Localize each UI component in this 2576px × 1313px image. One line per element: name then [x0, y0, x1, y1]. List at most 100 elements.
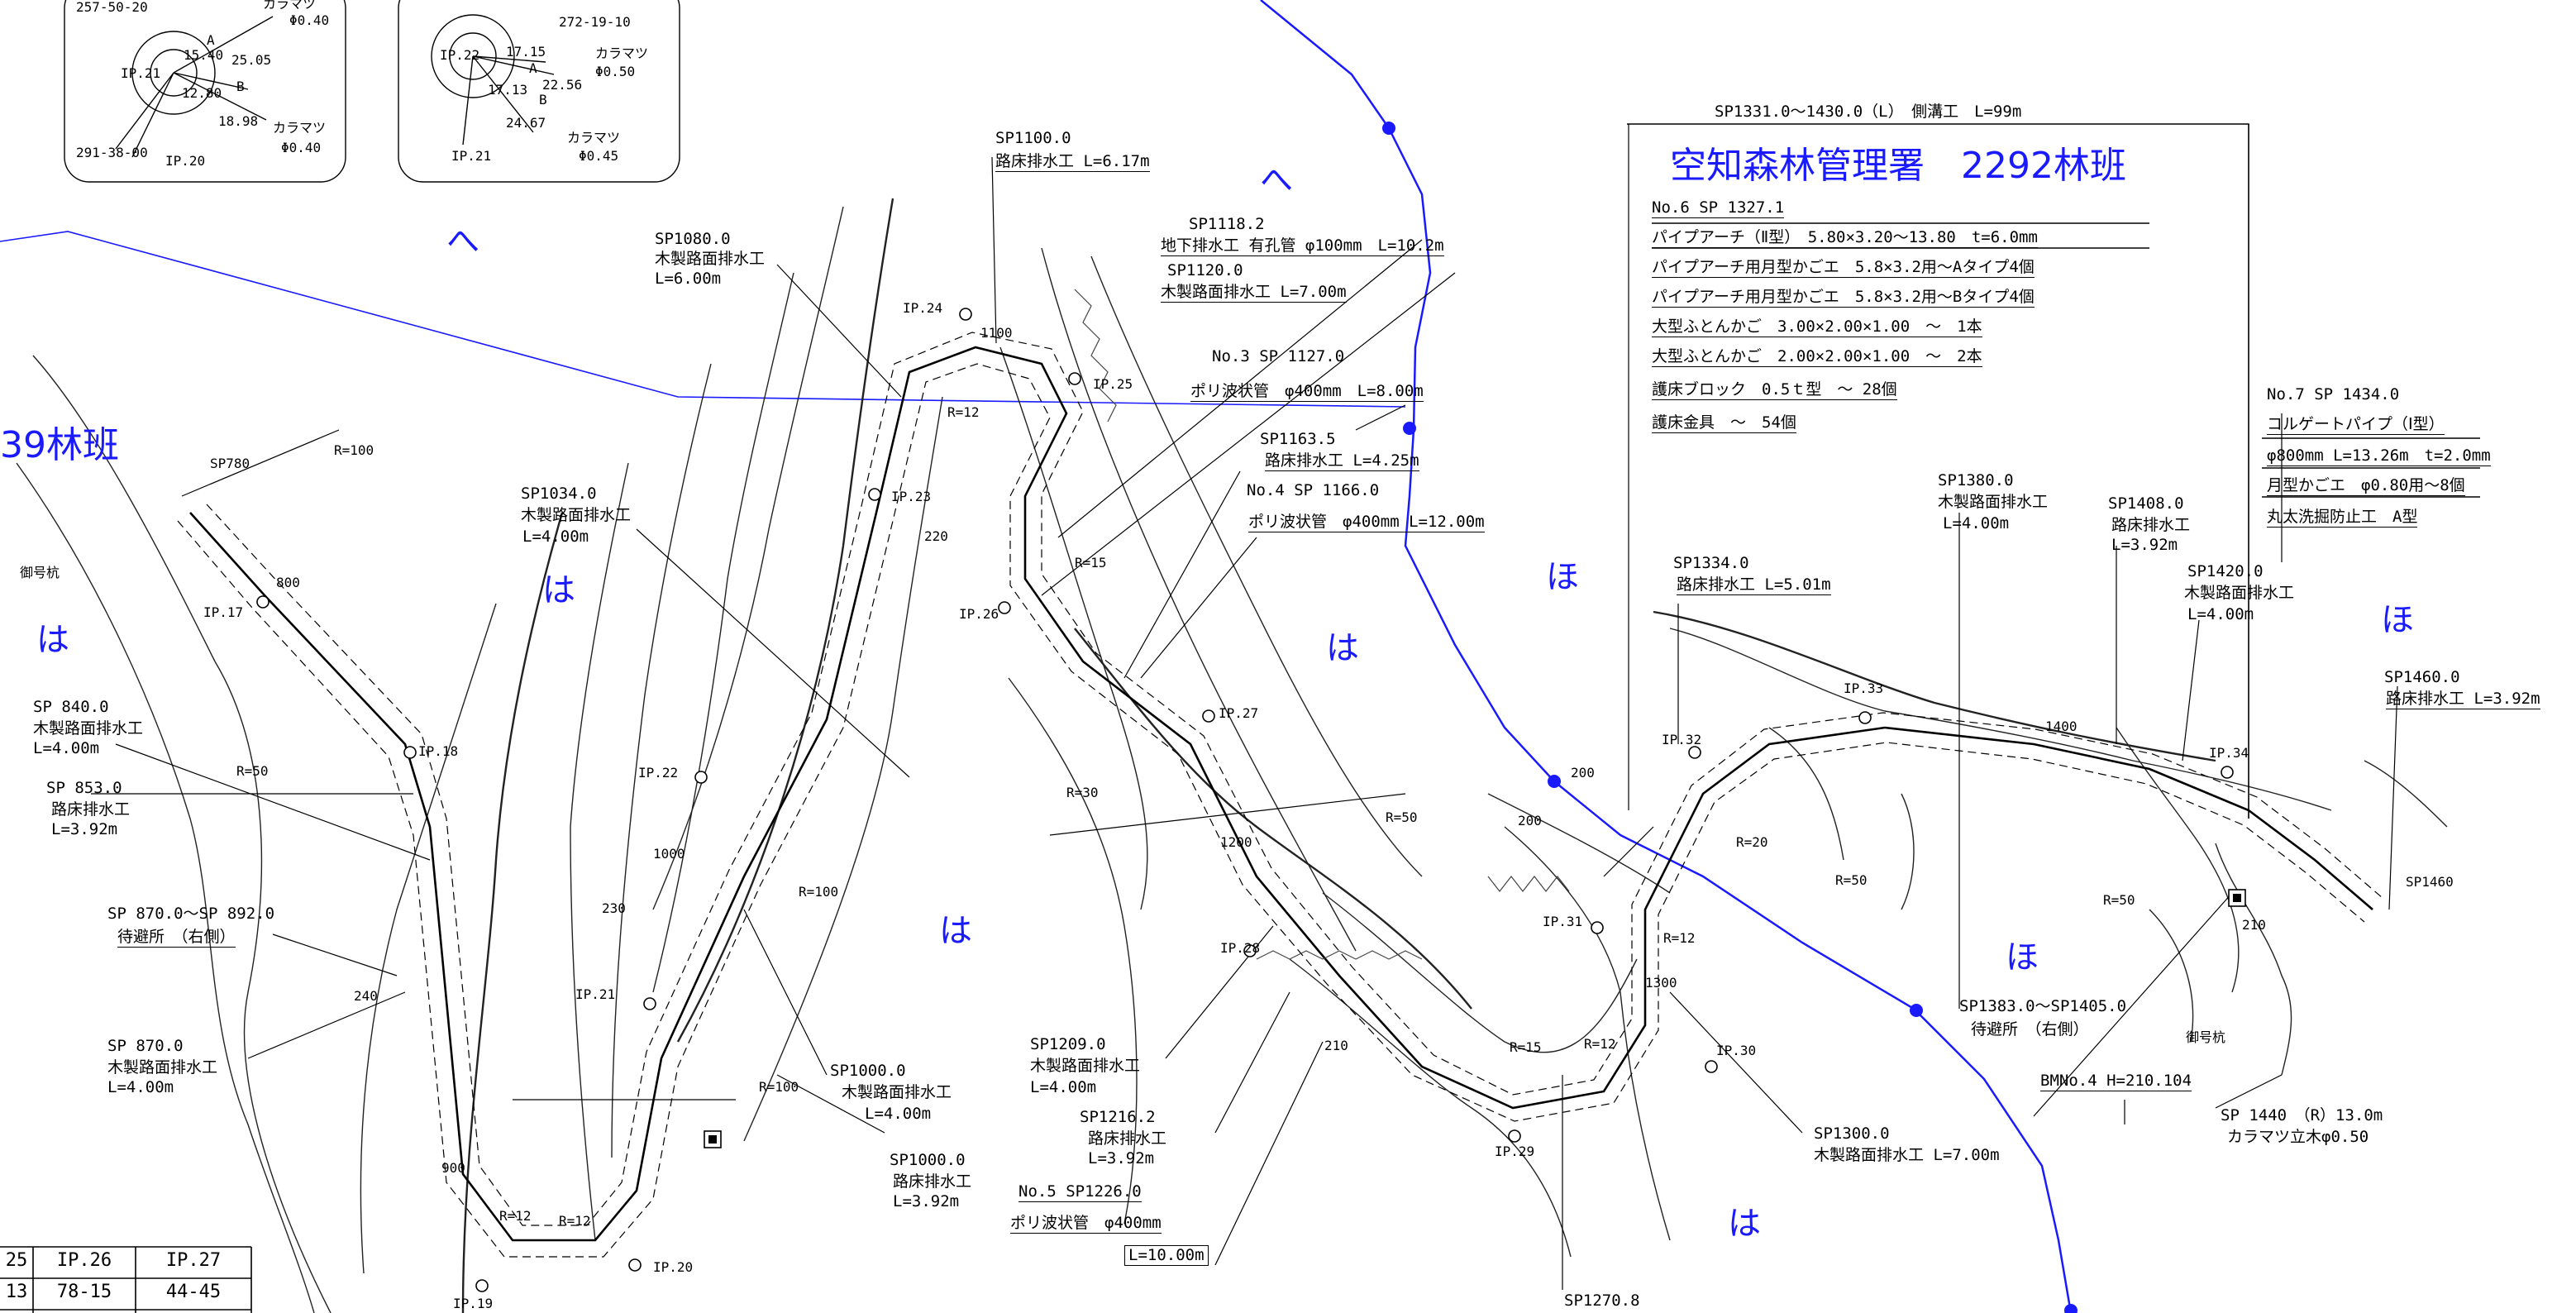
culvert-no-5-desc: ポリ波状管 φ400mm	[1010, 1214, 1162, 1234]
sp870-label: SP 870.0	[107, 1037, 184, 1055]
inset-right-point-a: A	[529, 60, 537, 76]
sp1460-label: SP1460.0	[2384, 668, 2460, 686]
ip-24-label: IP.24	[903, 300, 943, 316]
inset-left-point-a: A	[207, 32, 215, 48]
ip-21-label: IP.21	[575, 986, 616, 1002]
sp1216-desc: 路床排水工	[1088, 1129, 1167, 1148]
area-label-ha-1: は	[36, 621, 69, 659]
notes-box-row-5: 大型ふとんかご 2.00×2.00×1.00 ～ 2本	[1652, 347, 1982, 367]
sp1334-label: SP1334.0	[1673, 554, 1749, 572]
sp870-length: L=4.00m	[107, 1078, 174, 1096]
sp1408-length: L=3.92m	[2111, 536, 2178, 554]
inset-left-dist-3: 12.80	[182, 85, 222, 101]
ip-23-label: IP.23	[891, 489, 932, 504]
radius-label-11: R=15	[1510, 1039, 1542, 1055]
culvert-no-3: No.3 SP 1127.0	[1212, 347, 1345, 365]
radius-label-10: R=50	[1386, 809, 1418, 825]
table-cell-1-3: 44-45	[165, 1282, 222, 1302]
inset-left-angle-b: 291-38-00	[76, 145, 148, 160]
turnout-sp870-desc: 待避所 （右側）	[117, 928, 236, 948]
sp840-desc: 木製路面排水工	[33, 719, 144, 738]
inset-right-tree-2-diameter: Φ0.45	[579, 148, 619, 164]
notes-box-row-6: 護床ブロック 0.5ｔ型 ～ 28個	[1652, 380, 1897, 400]
sp1380-length: L=4.00m	[1943, 514, 2010, 532]
contour-label-210-a: 210	[1324, 1038, 1348, 1053]
sp1440-label: SP 1440 （R）13.0m	[2221, 1106, 2383, 1124]
notes-box-header: SP1331.0～1430.0（L） 側溝工 L=99m	[1715, 103, 2022, 121]
sp1216-label: SP1216.2	[1080, 1108, 1156, 1126]
radius-label-2: R=50	[236, 763, 269, 779]
ip-32-label: IP.32	[1662, 732, 1702, 747]
radius-label-9: R=30	[1066, 785, 1099, 800]
sp1034-label: SP1034.0	[521, 485, 597, 503]
area-label-ha-5: は	[1728, 1205, 1761, 1243]
sp1209-length: L=4.00m	[1030, 1078, 1097, 1096]
notes-box-row-3: パイプアーチ用月型かごエ 5.8×3.2用～Bタイプ4個	[1652, 288, 2035, 308]
notes-box-row-1: パイプアーチ（Ⅱ型） 5.80×3.20～13.80 t=6.0mm	[1652, 228, 2038, 248]
inset-right-dist-2: 22.56	[542, 77, 583, 93]
sp1216-length: L=3.92m	[1088, 1149, 1155, 1167]
radius-label-1: R=100	[334, 442, 374, 458]
radius-label-13: R=12	[1663, 930, 1696, 946]
contour-label-230: 230	[602, 900, 626, 916]
culvert-no-3-desc: ポリ波状管 φ400mm L=8.00m	[1190, 382, 1424, 402]
culvert-no-7-row-2: φ800mm L=13.26m t=2.0mm	[2267, 446, 2491, 466]
inset-right-angle-a: 272-19-10	[559, 14, 631, 30]
station-1200: 1200	[1220, 834, 1252, 850]
notes-box-frame	[1627, 123, 2480, 819]
radius-label-6: R=100	[759, 1079, 799, 1095]
station-800: 800	[276, 575, 300, 590]
boundary-points	[1382, 122, 2077, 1313]
table-header-2: IP.26	[56, 1250, 112, 1271]
sp1080-label: SP1080.0	[655, 230, 731, 248]
radius-label-8: R=15	[1075, 555, 1107, 571]
inset-right-dist-3: 17.13	[488, 82, 528, 98]
ip-17-label: IP.17	[203, 604, 244, 620]
inset-left-tree-2: カラマツ	[273, 120, 327, 136]
sp1163-desc: 路床排水工 L=4.25m	[1265, 451, 1419, 471]
benchmark-stake-right: 御号杭	[2186, 1029, 2226, 1045]
radius-label-3: R=100	[799, 884, 839, 900]
station-1300: 1300	[1645, 975, 1677, 991]
forest-road	[177, 332, 2383, 1258]
sp1209-desc: 木製路面排水工	[1030, 1057, 1141, 1075]
contour-label-210-b: 210	[2242, 917, 2266, 933]
culvert-no-5: No.5 SP1226.0	[1018, 1182, 1142, 1202]
sp1408-desc: 路床排水工	[2111, 516, 2191, 534]
sp1380-label: SP1380.0	[1938, 471, 2014, 489]
office-title: 空知森林管理署 2292林班	[1670, 145, 2126, 187]
sp1334-desc: 路床排水工 L=5.01m	[1677, 575, 1831, 595]
area-label-ho-3: ほ	[2381, 601, 2414, 639]
inset-right-dist-4: 24.67	[506, 115, 546, 131]
sp870-desc: 木製路面排水工	[107, 1058, 218, 1077]
culvert-no-4-desc: ポリ波状管 φ400mm L=12.00m	[1248, 513, 1485, 532]
sp1000a-length: L=4.00m	[865, 1105, 932, 1123]
area-label-ho-2: ほ	[2006, 938, 2039, 976]
table-header-3: IP.27	[165, 1250, 222, 1271]
inset-right-tree-2: カラマツ	[567, 130, 621, 146]
sp1120-label: SP1120.0	[1167, 261, 1243, 279]
culvert-no-4: No.4 SP 1166.0	[1247, 481, 1380, 499]
area-label-he-2: へ	[1260, 161, 1293, 199]
radius-label-7: R=12	[947, 404, 980, 420]
sp853-label: SP 853.0	[46, 779, 122, 797]
sp840-label: SP 840.0	[33, 698, 109, 716]
sp1300-desc: 木製路面排水工 L=7.00m	[1814, 1146, 2000, 1164]
inset-left-tree-1-diameter: Φ0.40	[289, 12, 330, 28]
ip-22-label: IP.22	[638, 765, 679, 781]
turnout-sp1383: SP1383.0～SP1405.0	[1959, 997, 2127, 1015]
sp1300-label: SP1300.0	[1814, 1124, 1890, 1143]
slope-hatching	[1074, 289, 1570, 960]
inset-right-point-b: B	[539, 92, 547, 107]
sp853-length: L=3.92m	[51, 820, 118, 838]
left-block-title: 39林班	[0, 424, 119, 466]
area-label-he-1: へ	[446, 222, 479, 260]
inset-left-point-b: B	[236, 79, 245, 94]
contour-label-200-b: 200	[1518, 813, 1542, 828]
station-1400: 1400	[2045, 719, 2077, 734]
inset-left-tree-2-diameter: Φ0.40	[281, 140, 322, 155]
sp1100-desc: 路床排水工 L=6.17m	[995, 152, 1150, 172]
sp1420-label: SP1420.0	[2187, 562, 2264, 580]
sp1120-desc: 木製路面排水工 L=7.00m	[1161, 283, 1347, 303]
